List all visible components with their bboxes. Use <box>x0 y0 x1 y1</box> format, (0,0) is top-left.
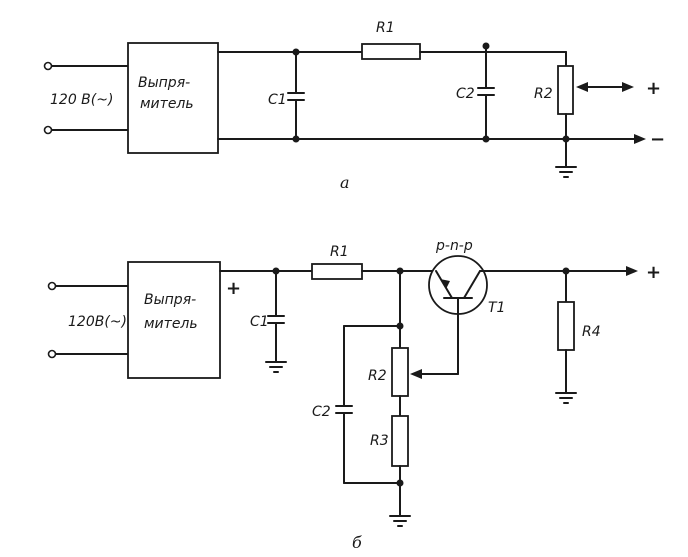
r3-label-b: R3 <box>370 433 389 449</box>
transistor-t1-b <box>428 255 488 315</box>
r1-label-a: R1 <box>376 20 395 36</box>
r1-label-b: R1 <box>330 244 349 260</box>
ground-symbol-r4-b <box>555 392 577 404</box>
input-terminal-top-b <box>47 281 57 291</box>
circuit-a: 120 В(~) Выпря- митель R1 − C1 C2 <box>43 20 665 192</box>
resistor-r3-b <box>391 415 409 467</box>
t1-label-b: T1 <box>488 300 505 316</box>
r2-label-b: R2 <box>368 368 387 384</box>
input-voltage-label-a: 120 В(~) <box>50 92 113 108</box>
caption-a: а <box>340 173 350 192</box>
transistor-type-label-b: p-n-p <box>435 238 473 254</box>
resistor-r1-b <box>311 263 363 280</box>
junction-c2-bottom-a <box>482 135 490 143</box>
circuit-b: 120В(~) Выпря- митель + R1 C1 R2 <box>47 238 661 552</box>
resistor-r1-a <box>361 43 421 60</box>
rectifier-label-line1-b: Выпря- <box>144 292 196 308</box>
wiper-arrowhead-left-a <box>576 82 588 92</box>
rectifier-box-b <box>127 261 221 379</box>
plus-label-b: + <box>646 262 661 283</box>
rectifier-label-line1-a: Выпря- <box>138 75 190 91</box>
rectifier-label-line2-a: митель <box>140 96 194 112</box>
plus-arrowhead-b <box>626 266 638 276</box>
ground-symbol-a <box>555 166 577 178</box>
input-voltage-label-b: 120В(~) <box>68 314 127 330</box>
minus-arrowhead-a <box>634 134 646 144</box>
wiper-arrowhead-right-a <box>622 82 634 92</box>
input-terminal-bottom-a <box>43 125 53 135</box>
rectifier-box-a <box>127 42 219 154</box>
resistor-r4-b <box>557 301 575 351</box>
rectifier-plus-label-b: + <box>226 278 241 299</box>
plus-label-a: + <box>646 78 661 99</box>
c1-label-b: C1 <box>250 314 269 330</box>
input-terminal-top-a <box>43 61 53 71</box>
minus-label-a: − <box>650 129 665 150</box>
c1-label-a: C1 <box>268 92 287 108</box>
wiper-arrowhead-b <box>410 369 422 379</box>
rectifier-label-line2-b: митель <box>144 316 198 332</box>
resistor-r2-b <box>391 347 409 397</box>
junction-c1-bottom-a <box>292 135 300 143</box>
input-terminal-bottom-b <box>47 349 57 359</box>
caption-b: б <box>352 533 362 552</box>
r4-label-b: R4 <box>582 324 601 340</box>
c2-label-a: C2 <box>456 86 475 102</box>
r2-label-a: R2 <box>534 86 553 102</box>
junction-c1-top-a <box>292 48 300 56</box>
resistor-r2-a <box>557 65 574 115</box>
ground-symbol-divider-b <box>389 515 411 527</box>
ground-symbol-c1-b <box>265 361 287 373</box>
c2-label-b: C2 <box>312 404 331 420</box>
